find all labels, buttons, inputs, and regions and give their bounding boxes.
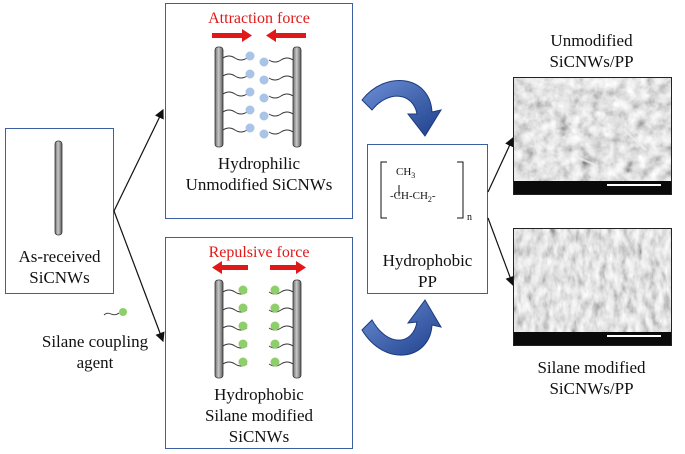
nanowire-rod — [292, 279, 302, 379]
silane-modified-composite-label: Silane modified SiCNWs/PP — [537, 358, 646, 398]
repulsive-arrows — [212, 261, 306, 274]
curved-arrow-bottom — [361, 299, 443, 356]
surface-groups — [222, 55, 294, 135]
arrow-to-sem-bottom — [487, 217, 515, 287]
pp-box — [367, 144, 488, 294]
arrow-to-sem-top — [487, 136, 514, 193]
silane-tail-icon — [103, 312, 120, 316]
sem-image-unmodified — [513, 77, 672, 195]
silane-chains — [222, 289, 294, 367]
attraction-arrows — [212, 29, 306, 42]
hydrophobic-pp-label: Hydrophobic PP — [382, 251, 473, 291]
unmodified-sicnws-box — [165, 3, 353, 219]
attraction-force-label: Attraction force — [208, 10, 310, 27]
nanowire-rod — [214, 279, 224, 379]
silane-modified-sicnws-label: Hydrophobic Silane modified SiCNWs — [204, 385, 314, 446]
silane-modified-sicnws-box — [165, 237, 353, 449]
pp-formula: CH3 -CH-CH2- — [390, 166, 436, 205]
silane-particles — [238, 285, 280, 367]
sem-image-silane-modified — [513, 228, 672, 346]
hydroxyl-particles — [245, 51, 269, 139]
silane-agent-label: Silane coupling agent — [41, 332, 149, 372]
unmodified-sicnws-label: Hydrophilic Unmodified SiCNWs — [185, 154, 333, 194]
silane-molecule-icon — [119, 308, 127, 316]
nanowire-rod — [54, 140, 63, 236]
nanowire-rod — [214, 46, 224, 148]
arrow-to-silane — [113, 210, 165, 343]
as-received-label: As-received SiCNWs — [18, 247, 101, 287]
nanowire-rod — [292, 46, 302, 148]
arrow-to-unmodified — [113, 108, 164, 212]
formula-brackets — [380, 161, 464, 219]
repulsive-force-label: Repulsive force — [208, 244, 310, 261]
repeat-unit-n: n — [467, 212, 472, 223]
unmodified-composite-label: Unmodified SiCNWs/PP — [549, 31, 634, 71]
curved-arrow-top — [361, 80, 443, 137]
